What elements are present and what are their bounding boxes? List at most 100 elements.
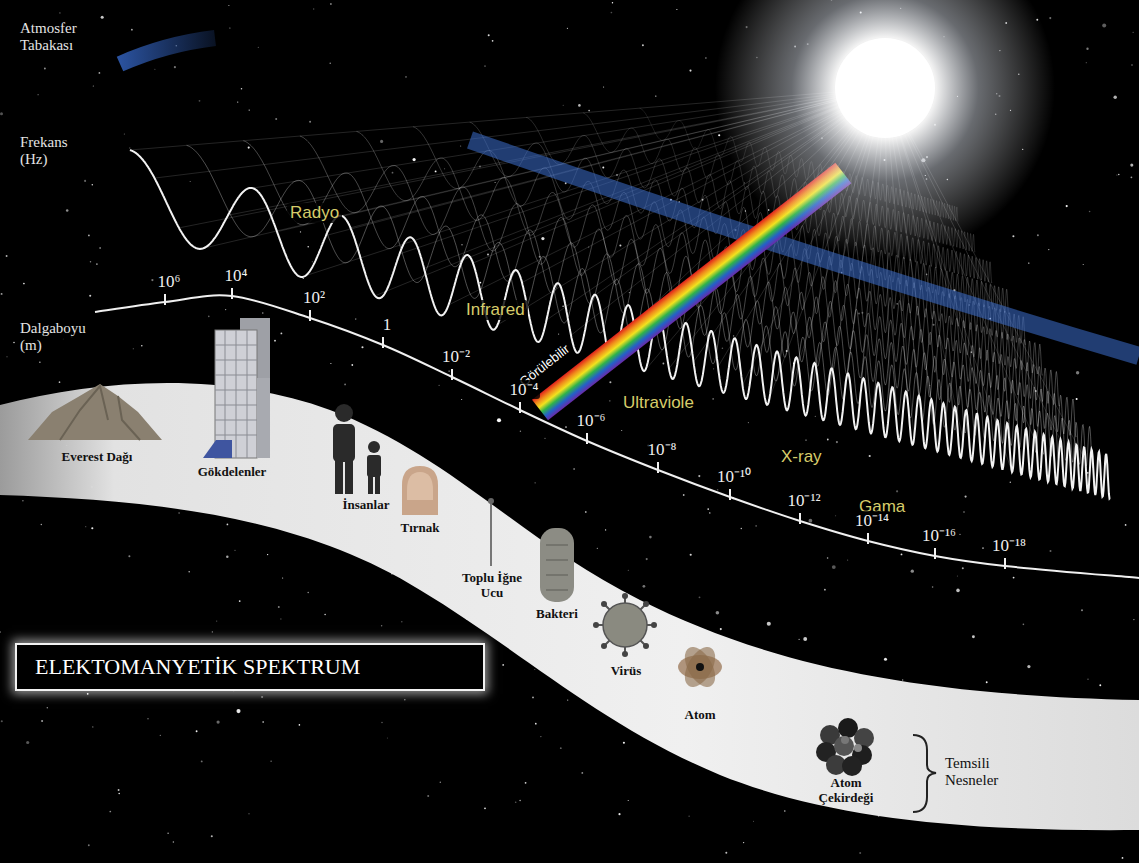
star <box>44 68 46 70</box>
star <box>460 145 461 146</box>
star <box>705 57 706 58</box>
star <box>90 261 91 262</box>
star <box>344 383 346 385</box>
star <box>1087 679 1088 680</box>
bracket <box>913 735 936 812</box>
star <box>201 760 203 762</box>
star <box>720 628 722 630</box>
star <box>567 699 568 700</box>
star <box>229 27 230 28</box>
star <box>707 508 709 510</box>
skyscrapers <box>203 318 270 458</box>
bracket-label: Temsili Nesneler <box>945 755 998 790</box>
star <box>1133 32 1134 33</box>
wavelength-tick-label: 10² <box>301 288 327 308</box>
star <box>611 12 613 14</box>
atomic-nucleus <box>816 718 874 776</box>
wavelength-tick-label: 10⁴ <box>223 266 250 286</box>
star <box>535 723 537 725</box>
star <box>690 554 692 556</box>
star <box>803 637 807 641</box>
star <box>713 398 714 399</box>
star <box>404 699 406 701</box>
wavelength-tick-label: 10⁻¹⁶ <box>920 526 958 546</box>
object-label: Atom <box>685 708 716 723</box>
star <box>1118 174 1119 175</box>
star <box>662 363 664 365</box>
star <box>484 807 486 809</box>
star <box>93 86 94 87</box>
star <box>92 184 94 186</box>
pin-tip <box>488 498 494 566</box>
star <box>225 309 226 310</box>
star <box>85 526 86 527</box>
star <box>962 567 964 569</box>
star <box>1037 234 1039 236</box>
star <box>188 571 190 573</box>
star <box>1083 264 1084 265</box>
star <box>109 811 111 813</box>
star <box>381 625 383 627</box>
star <box>438 385 439 386</box>
star <box>66 209 69 212</box>
star <box>1081 609 1083 611</box>
virus <box>593 593 657 657</box>
star <box>646 558 648 560</box>
star <box>558 334 559 335</box>
star <box>280 332 282 334</box>
band-name: X-ray <box>778 447 825 467</box>
star <box>99 72 101 74</box>
axis-tick <box>451 369 453 380</box>
star <box>275 118 277 120</box>
star <box>239 600 241 602</box>
star <box>59 381 61 383</box>
bacterium <box>540 528 574 602</box>
star <box>716 611 720 615</box>
star <box>1130 164 1133 167</box>
star <box>809 519 813 523</box>
axis-tick <box>799 513 801 524</box>
star <box>733 335 734 336</box>
star <box>118 789 120 791</box>
star <box>605 529 606 530</box>
star <box>274 340 276 342</box>
star <box>565 426 567 428</box>
star <box>986 681 988 683</box>
star <box>1028 262 1029 263</box>
everest-mountain <box>28 384 162 440</box>
star <box>722 348 724 350</box>
star <box>278 606 280 608</box>
star <box>361 346 363 348</box>
star <box>602 166 604 168</box>
star <box>190 181 191 182</box>
star <box>540 736 541 737</box>
axis-tick <box>657 462 659 473</box>
star <box>96 263 98 265</box>
star <box>1113 95 1116 98</box>
sun-glow <box>715 0 1055 258</box>
star <box>300 231 301 232</box>
star <box>118 793 120 795</box>
star <box>488 34 490 36</box>
fingernail <box>402 466 438 515</box>
star <box>228 5 229 6</box>
star <box>133 348 134 349</box>
object-label: İnsanlar <box>343 498 390 513</box>
star <box>621 430 622 431</box>
star <box>1048 249 1049 250</box>
star <box>141 345 143 347</box>
star <box>911 570 914 573</box>
star <box>1087 472 1089 474</box>
star <box>562 306 563 307</box>
axis-tick <box>1004 558 1006 569</box>
star <box>59 12 60 13</box>
star <box>6 255 8 257</box>
star <box>683 494 685 496</box>
object-label: Bakteri <box>536 607 578 622</box>
wavelength-tick-label: 1 <box>381 315 394 335</box>
star <box>902 679 903 680</box>
star <box>1086 48 1088 50</box>
object-label: Toplu İğne Ucu <box>450 571 534 601</box>
object-band <box>0 383 1139 830</box>
star <box>748 422 749 423</box>
